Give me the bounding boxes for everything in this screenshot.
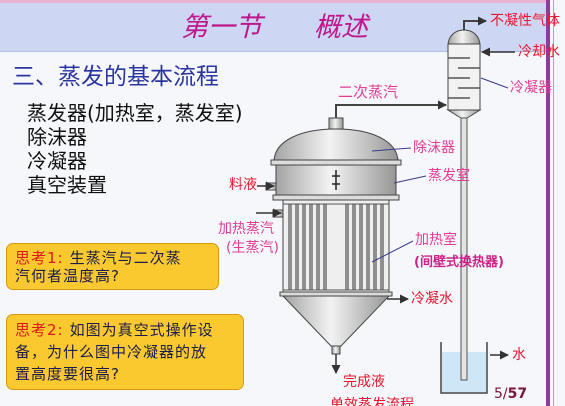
equipment-item: 除沫器	[27, 125, 87, 149]
label-evaporation-chamber: 蒸发室	[428, 168, 470, 184]
label-noncondensable-gas: 不凝性气体	[490, 13, 560, 29]
question-text: 置高度要很高?	[15, 365, 120, 383]
page-current: 5	[494, 386, 503, 402]
secondary-vapor-pipe	[335, 100, 447, 118]
heating-tubes	[288, 204, 384, 290]
section-heading: 三、蒸发的基本流程	[12, 64, 219, 90]
label-cooling-water: 冷却水	[518, 44, 560, 60]
page-separator: /	[502, 386, 508, 402]
label-live-steam: (生蒸汽)	[226, 240, 279, 256]
label-pointers	[371, 77, 509, 263]
flange	[270, 159, 402, 166]
page-total: 57	[507, 386, 528, 402]
caption-container: 单效蒸发流程	[330, 396, 430, 406]
label-heating-chamber: 加热室	[415, 232, 457, 248]
question-tag: 思考2:	[15, 321, 64, 339]
seal-tank	[440, 342, 488, 394]
question-text: 汽何者温度高?	[15, 267, 120, 285]
condenser-dome	[447, 29, 481, 47]
question-line: 备，为什么图中冷凝器的放	[15, 341, 235, 363]
noncondensable-gas-vent	[463, 16, 487, 32]
question-text: 备，为什么图中冷凝器的放	[15, 343, 208, 361]
page-number: 5/57	[494, 386, 527, 402]
barometric-leg	[460, 117, 468, 381]
label-demister: 除沫器	[413, 140, 455, 156]
sight-glass	[332, 170, 340, 190]
label-secondary-vapor: 二次蒸汽	[338, 83, 399, 101]
question-tag: 思考1:	[15, 249, 64, 267]
section-title: 第一节	[181, 12, 262, 43]
condenser-body	[447, 43, 481, 111]
label-heat-exchanger-type: (间壁式换热器)	[414, 255, 504, 270]
condenser-taper	[446, 109, 482, 119]
equipment-item: 蒸发器(加热室，蒸发室)	[27, 101, 243, 125]
equipment-item: 真空装置	[27, 173, 107, 197]
diagram-caption: 单效蒸发流程	[330, 397, 414, 406]
question-line: 置高度要很高?	[15, 363, 235, 385]
label-heating-steam: 加热蒸汽	[218, 221, 274, 237]
label-product: 完成液	[343, 374, 385, 390]
question-line: 汽何者温度高?	[15, 267, 210, 285]
question-line: 思考2: 如图为真空式操作设	[15, 319, 235, 341]
vapor-outlet-nozzle	[328, 117, 344, 130]
condenser-baffles	[448, 57, 480, 99]
equipment-item: 冷凝器	[27, 149, 87, 173]
question-text: 生蒸汽与二次蒸	[69, 249, 182, 267]
question-box-1: 思考1: 生蒸汽与二次蒸 汽何者温度高?	[6, 243, 219, 290]
evaporator-cone	[281, 295, 391, 347]
label-feed: 料液	[229, 177, 257, 193]
flange	[272, 194, 400, 201]
page-title: 概述	[314, 12, 368, 43]
flange	[279, 291, 393, 297]
question-box-2: 思考2: 如图为真空式操作设 备，为什么图中冷凝器的放 置高度要很高?	[6, 314, 244, 390]
condenser	[446, 16, 515, 119]
question-text: 如图为真空式操作设	[69, 321, 214, 339]
label-condenser: 冷凝器	[510, 80, 552, 96]
label-water: 水	[512, 347, 526, 363]
product-outlet-nozzle	[331, 345, 341, 355]
equipment-list: 蒸发器(加热室，蒸发室) 除沫器 冷凝器 真空装置	[27, 101, 243, 197]
question-line: 思考1: 生蒸汽与二次蒸	[15, 249, 210, 267]
evaporator-dome	[273, 128, 399, 163]
top-accent-strip	[0, 0, 546, 3]
evaporator	[265, 117, 402, 355]
label-condensate: 冷凝水	[411, 291, 453, 307]
side-accent-line	[553, 0, 554, 406]
side-accent-stripe	[546, 0, 550, 406]
